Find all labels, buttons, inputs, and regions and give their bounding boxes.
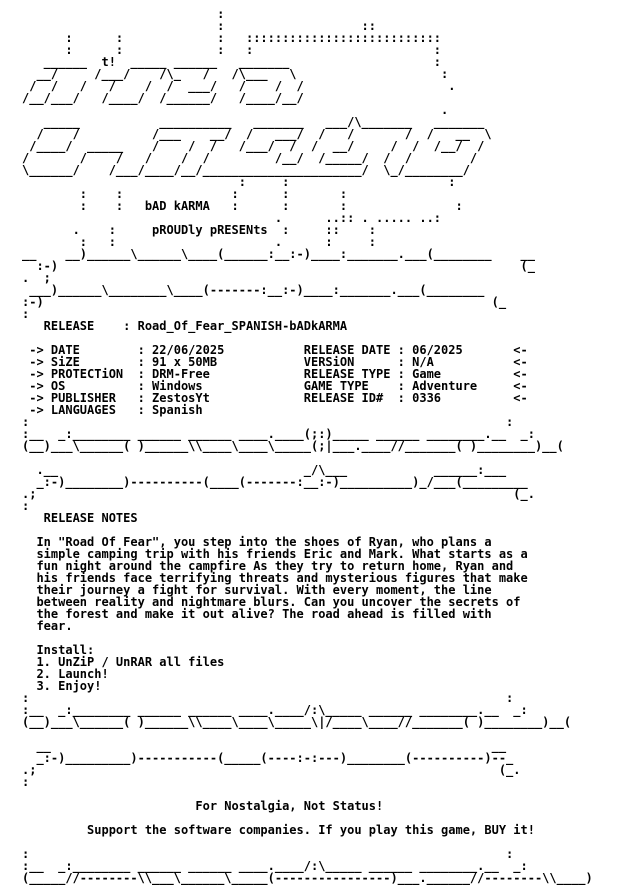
footer-bottom-border: : : :__ _:________ ______ ______ ____.__… [22,847,593,885]
install-step: 1. UnZiP / UnRAR all files [22,655,225,669]
release-info-row: -> OS : Windows GAME TYPE : Adventure <- [22,379,528,393]
notes-top-border: .__ _/\___ ______:___ _:-)________)-----… [22,463,535,513]
release-info-row: -> SiZE : 91 x 50MB VERSiON : N/A <- [22,355,528,369]
install-step: 3. Enjoy! [22,679,102,693]
release-name-row: RELEASE : Road_Of_Fear_SPANISH-bADkARMA [22,319,348,333]
notes-body: In "Road Of Fear", you step into the sho… [36,535,528,633]
footer-top-border: __ __ _:-)_________)-----------(_____(--… [22,739,521,789]
release-info-row: -> DATE : 22/06/2025 RELEASE DATE : 06/2… [22,343,528,357]
release-info-row: -> LANGUAGES : Spanish [22,403,203,417]
notes-bottom-border: : : :__ _:________ ______ ______ ____.__… [22,691,572,729]
install-step: 2. Launch! [22,667,109,681]
nfo-text: : : :: : : : :::::::::::::::::::::::::::… [22,8,593,884]
install-title: Install: [22,643,95,657]
footer-motto: For Nostalgia, Not Status! [22,799,384,813]
footer-support: Support the software companies. If you p… [22,823,535,837]
release-top-border: ___)______\________\____(-------:__:-)__… [22,283,507,321]
ascii-logo: : : :: : : : :::::::::::::::::::::::::::… [22,7,535,285]
release-bottom-border: : : :__ _:________ ______ ______ ____.__… [22,415,564,453]
release-info-row: -> PUBLISHER : ZestosYt RELEASE ID# : 03… [22,391,528,405]
release-info-row: -> PROTECTiON : DRM-Free RELEASE TYPE : … [22,367,528,381]
notes-title: RELEASE NOTES [22,511,138,525]
